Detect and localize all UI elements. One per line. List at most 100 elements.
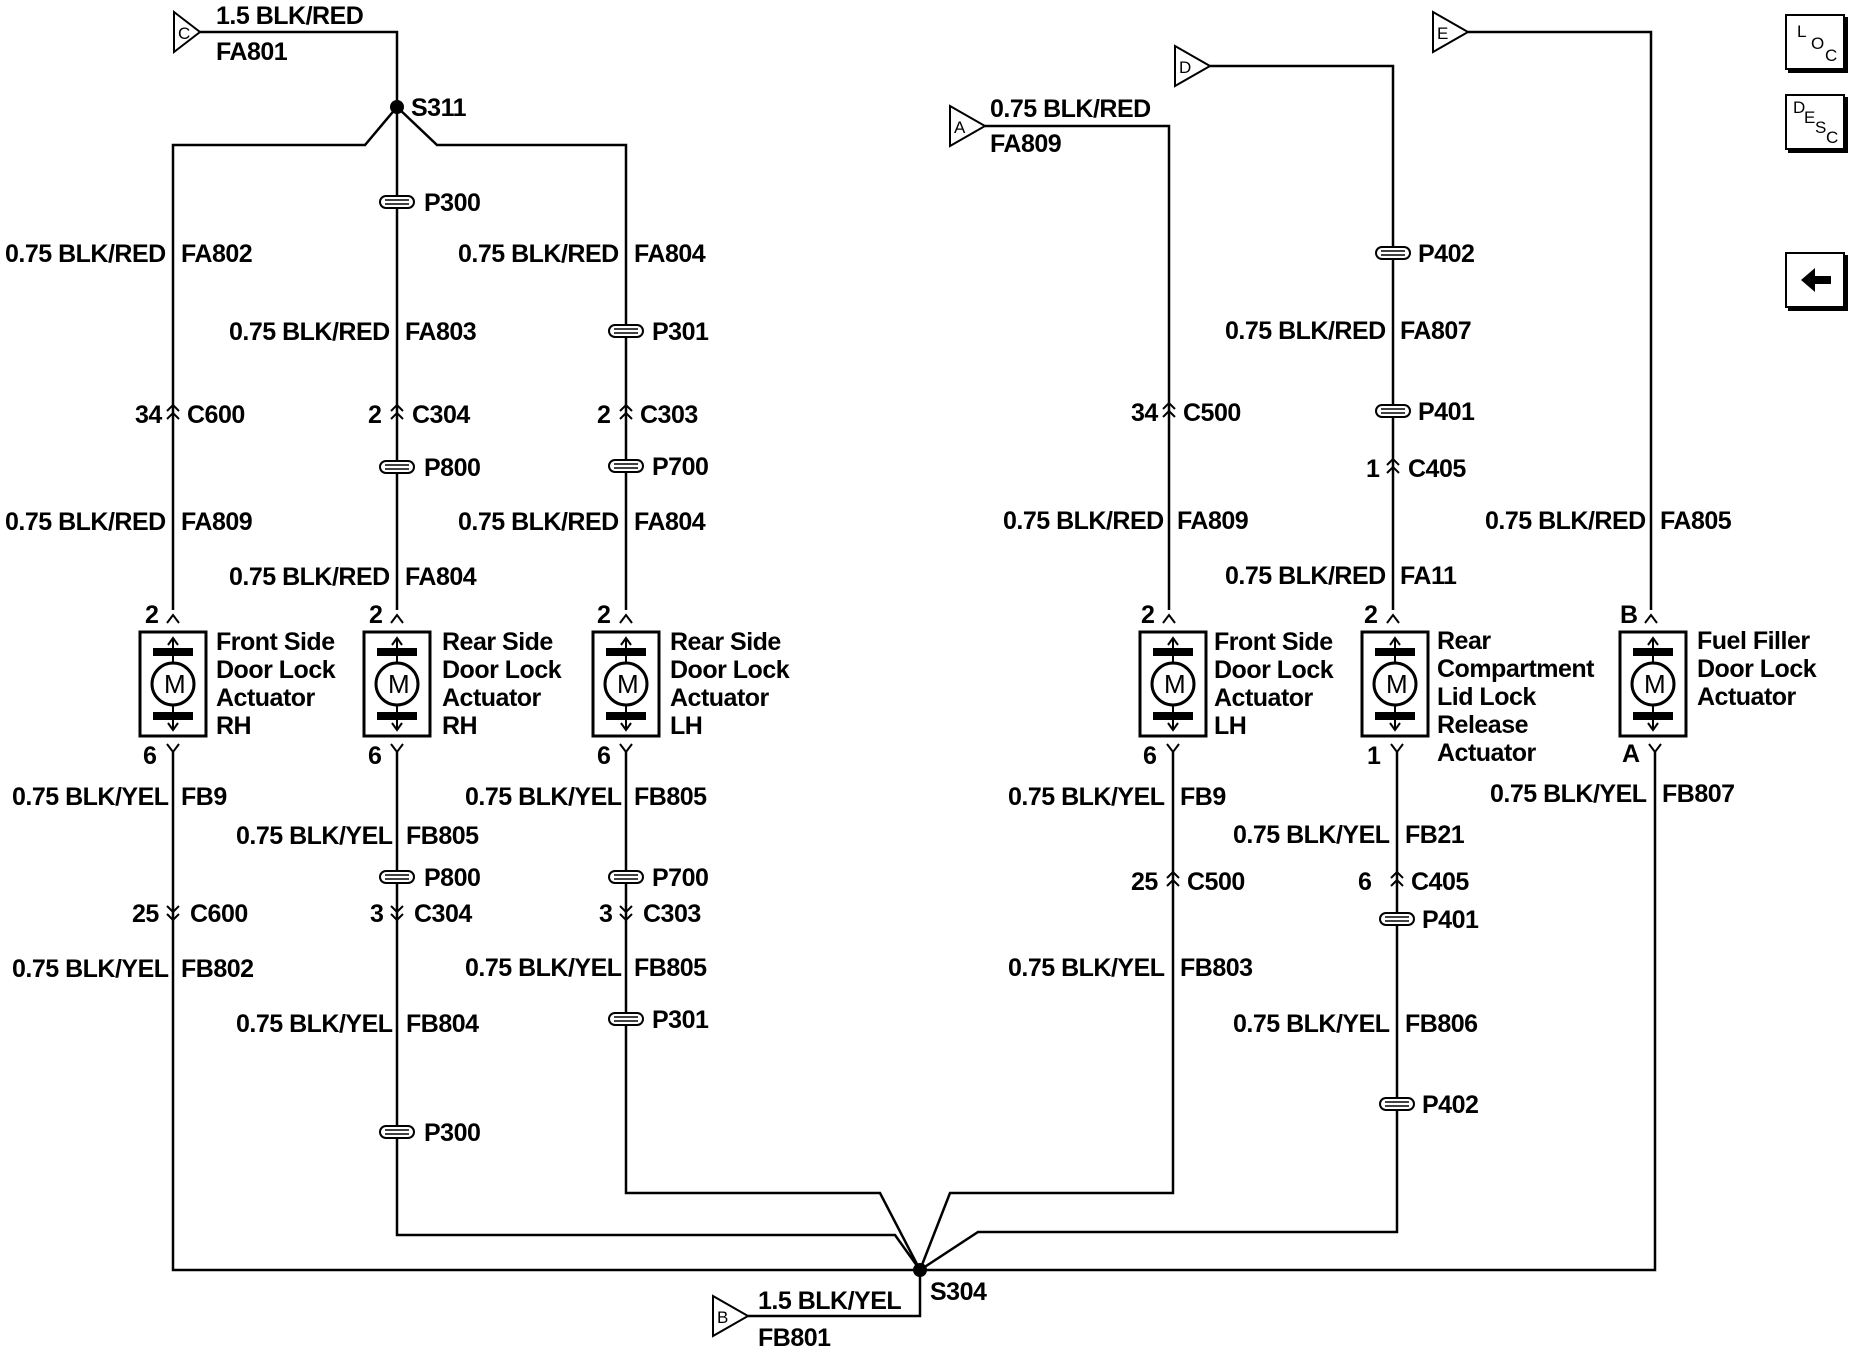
- connector-pin: 34: [1131, 399, 1158, 427]
- pass-through-label: P402: [1418, 240, 1474, 268]
- component-label: LH: [670, 712, 702, 740]
- motor-letter: M: [1386, 669, 1407, 699]
- wire-return-2: [395, 752, 922, 1271]
- desc-letter-c: C: [1826, 128, 1839, 147]
- pass-through-label: P300: [424, 1119, 480, 1147]
- circuit-label: FA804: [634, 508, 706, 536]
- component-label: Actuator: [1697, 683, 1797, 711]
- wire-gauge-label: 0.75 BLK/YEL: [1008, 954, 1165, 982]
- connector-pin: 3: [370, 900, 383, 928]
- pass-through-symbol: [1379, 1097, 1415, 1111]
- component-label: Door Lock: [442, 656, 562, 684]
- connector-label: C304: [412, 401, 470, 429]
- pin-number: 2: [369, 601, 382, 629]
- pass-through-label: P301: [652, 318, 709, 346]
- pin-number: 6: [1143, 742, 1156, 770]
- pin-number: 6: [597, 742, 610, 770]
- wire-s311-left: [171, 106, 398, 610]
- component-label: LH: [1214, 712, 1246, 740]
- pin-number: 6: [143, 742, 156, 770]
- pass-through-label: P401: [1418, 398, 1475, 426]
- pin-symbol: [1390, 743, 1404, 753]
- pin-number: 2: [145, 601, 158, 629]
- wire-gauge-label: 0.75 BLK/RED: [1225, 562, 1386, 590]
- component-label: Door Lock: [670, 656, 790, 684]
- motor-letter: M: [1164, 669, 1185, 699]
- circuit-label: FA809: [181, 508, 252, 536]
- wire-gauge-label: 0.75 BLK/RED: [1003, 507, 1164, 535]
- connector-label: C500: [1187, 868, 1245, 896]
- component-label: Door Lock: [1214, 656, 1334, 684]
- splice-s311: S311: [390, 94, 467, 122]
- pin-number: 1: [1367, 742, 1381, 770]
- wire-gauge-label: 0.75 BLK/RED: [458, 240, 619, 268]
- connector-label: C304: [414, 900, 472, 928]
- desc-button[interactable]: D E S C: [1785, 94, 1845, 150]
- wire-gauge-label: 0.75 BLK/YEL: [12, 783, 169, 811]
- component-label: Door Lock: [1697, 655, 1817, 683]
- motor-letter: M: [164, 669, 185, 699]
- component-label: Actuator: [442, 684, 542, 712]
- component-label: Actuator: [1214, 684, 1314, 712]
- wire-gauge-label: 0.75 BLK/RED: [229, 318, 390, 346]
- connector-label: C600: [187, 401, 245, 429]
- circuit-label: FA809: [990, 130, 1061, 158]
- circuit-label: FA801: [216, 38, 288, 66]
- splice-label: S304: [930, 1278, 987, 1306]
- connector-label: C500: [1183, 399, 1241, 427]
- circuit-label: FB21: [1405, 821, 1465, 849]
- connector-pin: 34: [135, 401, 162, 429]
- pass-through-symbol: [379, 460, 415, 474]
- wire-gauge-label: 0.75 BLK/YEL: [12, 955, 169, 983]
- back-button[interactable]: [1785, 252, 1845, 308]
- circuit-label: FB805: [634, 954, 707, 982]
- branch-fuel-filler: 0.75 BLK/RED FA805 B M Fuel Filler Door …: [1485, 507, 1817, 808]
- pin-symbol: [166, 743, 180, 753]
- component-label: Rear: [1437, 627, 1491, 655]
- source-flag-d: D: [1174, 44, 1213, 88]
- component-label: Door Lock: [216, 656, 336, 684]
- splice-label: S311: [411, 94, 467, 122]
- wire-source-c: [200, 30, 399, 107]
- pin-letter: B: [1620, 601, 1638, 629]
- motor-letter: M: [1644, 669, 1665, 699]
- pin-symbol: [1648, 743, 1662, 753]
- wire-gauge-label: 0.75 BLK/YEL: [236, 822, 393, 850]
- branch-rear-compartment: P402 0.75 BLK/RED FA807 P401 1 C405 0.75…: [1225, 240, 1596, 1119]
- circuit-label: FA804: [634, 240, 706, 268]
- pass-through-symbol: [608, 870, 644, 884]
- pass-through-symbol: [1379, 912, 1415, 926]
- wire-gauge-label: 0.75 BLK/YEL: [236, 1010, 393, 1038]
- pass-through-symbol: [379, 1125, 415, 1139]
- wire-return-6: [920, 752, 1657, 1272]
- connector-label: C405: [1408, 455, 1466, 483]
- connector-pin: 1: [1366, 455, 1380, 483]
- connector-label: C303: [643, 900, 701, 928]
- pass-through-label: P301: [652, 1006, 709, 1034]
- pass-through-symbol: [1375, 246, 1411, 260]
- source-flag-b: B 1.5 BLK/YEL FB801: [712, 1287, 902, 1352]
- component-label: Rear Side: [442, 628, 553, 656]
- circuit-label: FA802: [181, 240, 252, 268]
- source-letter: E: [1437, 24, 1448, 43]
- wire-return-1: [171, 752, 920, 1272]
- circuit-label: FA804: [405, 563, 477, 591]
- branch-rear-lh: 0.75 BLK/RED FA804 P301 2 C303 P700 0.75…: [458, 240, 790, 1034]
- loc-letter-o: O: [1811, 34, 1825, 53]
- loc-button[interactable]: L O C: [1785, 14, 1845, 70]
- pass-through-symbol: [608, 1012, 644, 1026]
- branch-rear-rh: P300 0.75 BLK/RED FA803 2 C304 P800 0.75…: [229, 189, 562, 1147]
- circuit-label: FA805: [1660, 507, 1732, 535]
- circuit-label: FB802: [181, 955, 254, 983]
- component-label: Rear Side: [670, 628, 781, 656]
- pass-through-symbol: [379, 195, 415, 209]
- pass-through-label: P700: [652, 864, 708, 892]
- circuit-label: FB9: [1180, 783, 1226, 811]
- circuit-label: FB803: [1180, 954, 1253, 982]
- circuit-label: FA809: [1177, 507, 1248, 535]
- pass-through-label: P700: [652, 453, 708, 481]
- pin-number: 2: [1141, 601, 1154, 629]
- desc-letter-d: D: [1793, 98, 1806, 117]
- circuit-label: FA803: [405, 318, 476, 346]
- pass-through-symbol: [379, 870, 415, 884]
